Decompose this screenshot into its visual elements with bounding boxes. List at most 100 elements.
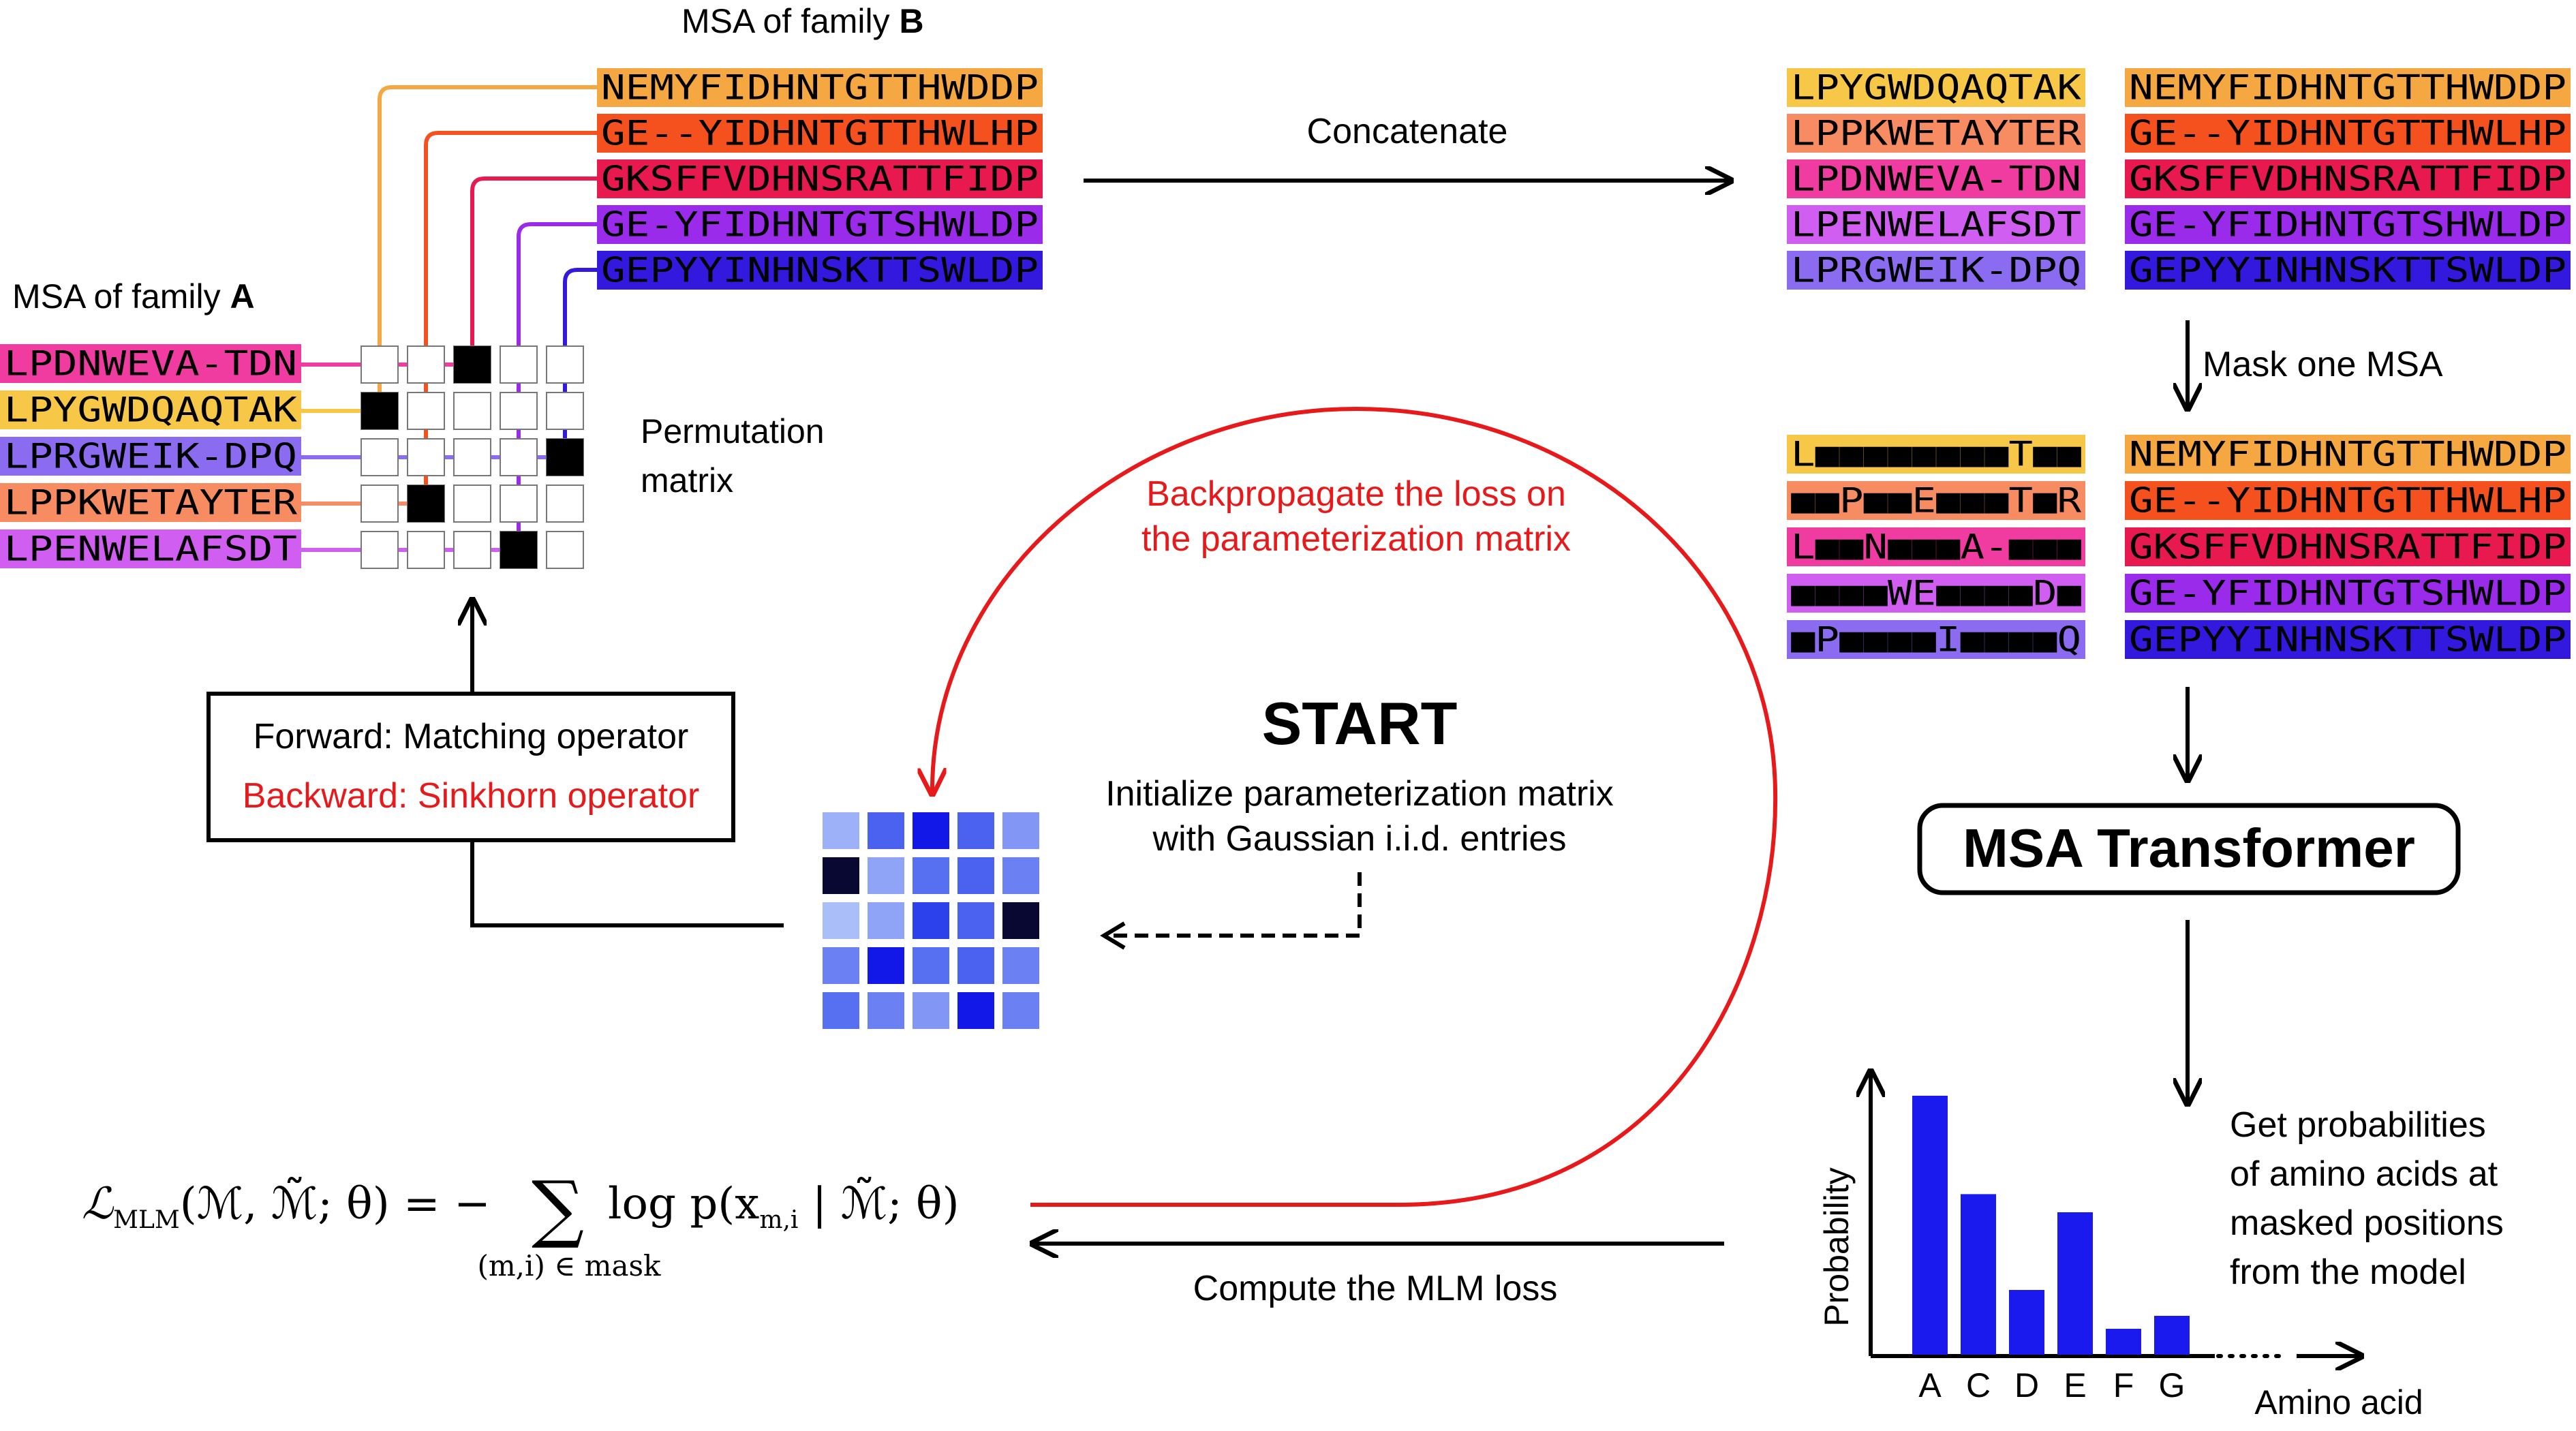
msa-a-seq-text: LPENWELAFSDT [4,529,297,569]
masked-a-seq-strip [1787,574,2085,613]
x-axis-label: Amino acid [2254,1383,2423,1421]
permutation-one [500,532,537,568]
permutation-cell [407,392,445,430]
concat-a-seq-strip [1787,68,2085,107]
backward-operator-label: Backward: Sinkhorn operator [243,776,700,816]
column-connector [563,268,597,457]
mask-one-msa-label: Mask one MSA [2203,345,2443,384]
msa-b-seq-strip [597,205,1043,244]
permutation-cell [500,392,538,430]
msa-a-seq-strip [0,390,301,429]
param-cell [957,902,994,939]
param-cell [957,812,994,849]
masked-a-seq-text: ■■P■■E■■■T■R [1791,481,2082,521]
get-probabilities-line4: from the model [2230,1252,2466,1292]
concat-b-seq-text: GKSFFVDHNSRATTFIDP [2129,159,2566,199]
msa-a-sequences: LPDNWEVA-TDNLPYGWDQAQTAKLPRGWEIK-DPQLPPK… [0,344,301,569]
param-cell [823,857,859,894]
bar-A [1912,1096,1948,1355]
msa-b-seq-text: GE-YFIDHNTGTSHWLDP [601,205,1039,245]
param-cell [868,902,904,939]
param-cell [913,992,949,1029]
bar-F [2106,1329,2141,1355]
masked-b-seq-strip [2125,435,2571,474]
param-cell [868,812,904,849]
msa-transformer-label: MSA Transformer [1963,818,2415,878]
formula-main: ℒMLM(ℳ, ℳ̃; θ) = − [82,1176,491,1234]
concat-b-seq-strip [2125,68,2571,107]
permutation-cell [453,531,491,569]
masked-a-seq-strip [1787,435,2085,474]
permutation-one [547,439,583,476]
permutation-cell [546,345,584,384]
concat-a-seq-strip [1787,159,2085,198]
concatenated-msa-a: LPYGWDQAQTAKLPPKWETAYTERLPDNWEVA-TDNLPEN… [1787,68,2085,290]
concat-a-seq-strip [1787,251,2085,290]
start-label: START [1262,690,1458,757]
masked-b-seq-text: NEMYFIDHNTGTTHWDDP [2129,435,2566,474]
category-label: E [2064,1366,2086,1404]
permutation-matrix [361,345,584,569]
masked-a-seq-strip [1787,527,2085,566]
param-cell [868,947,904,984]
param-cell [957,857,994,894]
category-label: D [2014,1366,2039,1404]
permutation-cell [546,392,584,430]
concat-a-seq-strip [1787,114,2085,153]
param-cell [823,902,859,939]
param-to-operator-line [470,840,784,927]
concat-b-seq-strip [2125,159,2571,198]
msa-b-title: MSA of family B [681,2,924,40]
permutation-cell [453,484,491,523]
masked-a-seq-text: ■■■■WE■■■■D■ [1791,574,2081,613]
bar-G [2154,1316,2190,1355]
init-label-line1: Initialize parameterization matrix [1105,774,1614,814]
param-cell [913,902,949,939]
masked-b-seq-text: GKSFFVDHNSRATTFIDP [2129,527,2566,567]
get-probabilities-line2: of amino acids at [2230,1154,2498,1194]
masked-b-seq-strip [2125,620,2571,659]
concat-a-seq-text: LPPKWETAYTER [1791,114,2082,153]
column-connector [424,131,597,504]
concat-b-seq-text: NEMYFIDHNTGTTHWDDP [2129,68,2566,108]
msa-a-seq-text: LPRGWEIK-DPQ [4,437,297,476]
permutation-cell [500,345,538,384]
concat-a-seq-strip [1787,205,2085,244]
msa-a-seq-text: LPPKWETAYTER [4,483,298,523]
param-cell [868,857,904,894]
msa-b-seq-strip [597,68,1043,107]
get-probabilities-line1: Get probabilities [2230,1105,2486,1145]
concat-b-seq-text: GE-YFIDHNTGTSHWLDP [2129,205,2566,245]
column-connector [470,176,597,365]
permutation-connectors [301,85,597,552]
masked-a-seq-strip [1787,481,2085,520]
category-label: C [1966,1366,1991,1404]
formula-sum: ∑ [532,1166,584,1251]
concat-b-seq-strip [2125,251,2571,290]
masked-b-seq-text: GE-YFIDHNTGTSHWLDP [2129,574,2566,613]
permutation-cell [546,531,584,569]
msa-b-seq-text: GEPYYINHNSKTTSWLDP [601,251,1039,290]
masked-a-seq-text: ■P■■■■I■■■■Q [1791,620,2081,660]
permutation-cell [361,531,399,569]
bars [1912,1096,2190,1355]
concat-b-seq-strip [2125,205,2571,244]
msa-a-seq-text: LPYGWDQAQTAK [4,390,297,430]
permutation-one [361,393,398,429]
concat-b-seq-text: GEPYYINHNSKTTSWLDP [2129,251,2566,290]
msa-a-seq-strip [0,529,301,568]
category-label: A [1918,1366,1942,1404]
init-label-line2: with Gaussian i.i.d. entries [1152,819,1567,859]
permutation-cell [407,531,445,569]
column-connector [517,222,597,550]
masked-msa-a: L■■■■■■■■T■■■■P■■E■■■T■RL■■N■■■A-■■■■■■■… [1787,435,2085,660]
param-cell [913,812,949,849]
permutation-cell [407,438,445,476]
bar-E [2057,1212,2093,1355]
permutation-cell [500,438,538,476]
param-cell [1002,992,1039,1029]
